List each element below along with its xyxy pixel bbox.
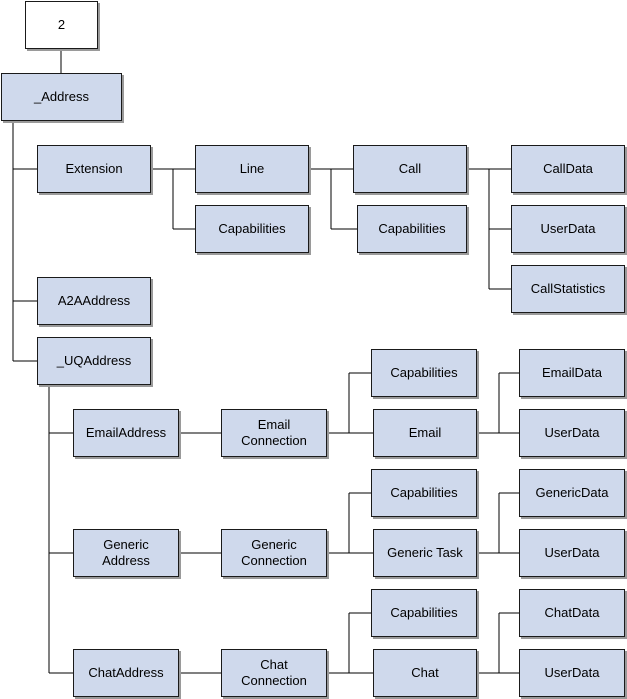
- emailaddress-node: EmailAddress: [73, 409, 179, 457]
- extension-node: Extension: [37, 145, 151, 193]
- generic-userdata-node: UserData: [519, 529, 625, 577]
- call-node: Call: [353, 145, 467, 193]
- genericdata-node: GenericData: [519, 469, 625, 517]
- generic-connection-node: Generic Connection: [221, 529, 327, 577]
- email-capabilities-node: Capabilities: [371, 349, 477, 397]
- chatdata-node: ChatData: [519, 589, 625, 637]
- chat-connection-node: Chat Connection: [221, 649, 327, 697]
- generic-task-node: Generic Task: [373, 529, 477, 577]
- call-userdata-node: UserData: [511, 205, 625, 253]
- generic-capabilities-node: Capabilities: [371, 469, 477, 517]
- uqaddress-node: _UQAddress: [37, 337, 151, 385]
- email-userdata-node: UserData: [519, 409, 625, 457]
- a2aaddress-node: A2AAddress: [37, 277, 151, 325]
- line-node: Line: [195, 145, 309, 193]
- address-node: _Address: [1, 73, 122, 121]
- root-node: 2: [25, 1, 98, 49]
- chat-node: Chat: [373, 649, 477, 697]
- call-capabilities-node: Capabilities: [357, 205, 467, 253]
- generic-address-node: Generic Address: [73, 529, 179, 577]
- email-node: Email: [373, 409, 477, 457]
- chataddress-node: ChatAddress: [73, 649, 179, 697]
- emaildata-node: EmailData: [519, 349, 625, 397]
- callstatistics-node: CallStatistics: [511, 265, 625, 313]
- line-capabilities-node: Capabilities: [195, 205, 309, 253]
- chat-capabilities-node: Capabilities: [371, 589, 477, 637]
- calldata-node: CallData: [511, 145, 625, 193]
- chat-userdata-node: UserData: [519, 649, 625, 697]
- email-connection-node: Email Connection: [221, 409, 327, 457]
